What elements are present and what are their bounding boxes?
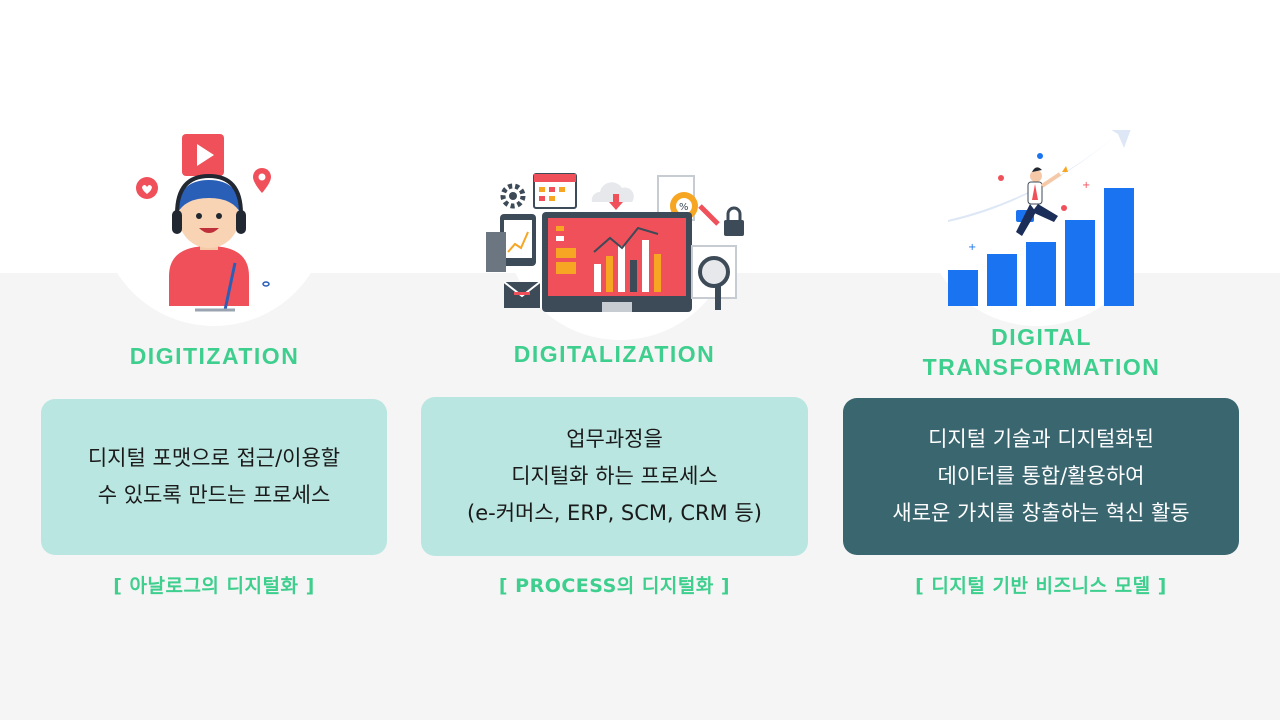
description-text: 디지털 기술과 디지털화된 데이터를 통합/활용하여 새로운 가치를 창출하는 … [892, 427, 1190, 525]
description-box-digitization: 디지털 포맷으로 접근/이용할 수 있도록 만드는 프로세스 [41, 399, 387, 555]
description-text: 디지털 포맷으로 접근/이용할 수 있도록 만드는 프로세스 [87, 446, 341, 507]
heading-digitization: DIGITIZATION [129, 343, 300, 369]
heading-digitalization: DIGITALIZATION [513, 341, 716, 367]
caption-digitalization: [ PROCESS의 디지털화 ] [498, 575, 731, 597]
description-box-digital-transformation: 디지털 기술과 디지털화된 데이터를 통합/활용하여 새로운 가치를 창출하는 … [843, 398, 1239, 555]
svg-text:+: + [968, 242, 976, 253]
growth-bar-chart-icon: + + [948, 130, 1134, 306]
description-box-digitalization: 업무과정을 디지털화 하는 프로세스 (e-커머스, ERP, SCM, CRM… [421, 397, 808, 556]
caption-digitization: [ 아날로그의 디지털화 ] [113, 575, 315, 597]
caption-digital-transformation: [ 디지털 기반 비즈니스 모델 ] [915, 575, 1167, 597]
heading-digital-transformation: DIGITAL TRANSFORMATION [922, 324, 1161, 380]
person-headset-icon [136, 134, 271, 312]
svg-text:%: % [679, 202, 689, 213]
svg-text:+: + [1082, 180, 1090, 191]
description-text: 업무과정을 디지털화 하는 프로세스 (e-커머스, ERP, SCM, CRM… [467, 427, 762, 525]
dashboard-monitor-icon: % [486, 173, 744, 312]
